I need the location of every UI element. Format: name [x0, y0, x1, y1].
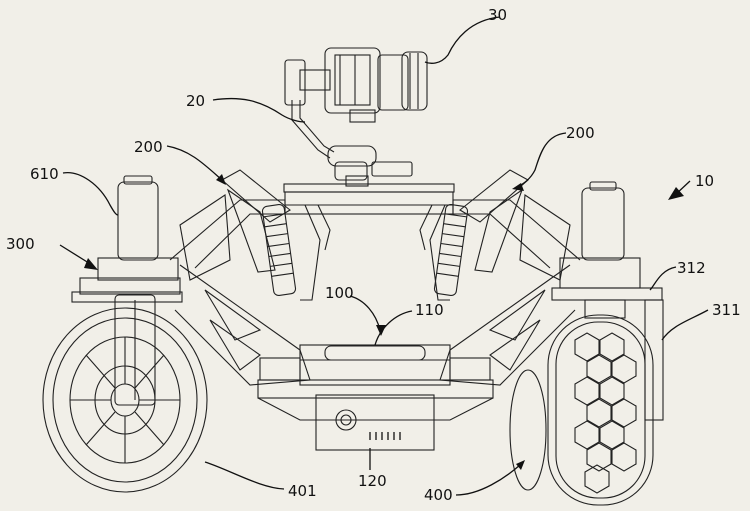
leader-610 [62, 171, 119, 216]
label-100: 100 [325, 284, 354, 302]
label-120: 120 [358, 472, 387, 490]
chassis-body [169, 199, 581, 451]
leader-200-right [514, 132, 567, 189]
right-wheel-module [551, 181, 664, 421]
leader-401 [204, 461, 285, 490]
label-200-right: 200 [566, 124, 595, 142]
leader-400 [455, 464, 521, 496]
leader-lines [59, 16, 709, 496]
label-311: 311 [712, 301, 741, 319]
label-401: 401 [288, 482, 317, 500]
label-10: 10 [695, 172, 714, 190]
right-suspension [419, 169, 571, 301]
arrowhead-200-left [216, 174, 226, 185]
leader-312 [649, 266, 677, 291]
arrowhead-10 [668, 187, 684, 200]
left-wheel [42, 307, 208, 493]
label-110: 110 [415, 301, 444, 319]
gimbal-camera [284, 47, 428, 123]
top-plate [283, 183, 455, 215]
leader-30 [424, 16, 501, 64]
reference-labels: 30 20 200 200 610 10 300 312 311 100 110… [6, 6, 741, 504]
label-200-left: 200 [134, 138, 163, 156]
arrowhead-400 [516, 460, 525, 470]
gimbal-arm [291, 100, 413, 187]
right-wheel [509, 314, 654, 506]
label-312: 312 [677, 259, 706, 277]
left-suspension [179, 169, 331, 301]
arrowhead-100 [376, 325, 386, 336]
leader-200-left [166, 145, 223, 181]
arrowhead-200-right [512, 183, 524, 191]
arrowhead-300 [84, 258, 98, 270]
label-400: 400 [424, 486, 453, 504]
leader-110 [374, 310, 413, 346]
label-610: 610 [30, 165, 59, 183]
leader-311 [661, 309, 709, 341]
left-wheel-module [71, 175, 183, 406]
label-20: 20 [186, 92, 205, 110]
leader-100 [349, 295, 381, 331]
label-30: 30 [488, 6, 507, 24]
leader-20 [212, 97, 306, 123]
label-300: 300 [6, 235, 35, 253]
